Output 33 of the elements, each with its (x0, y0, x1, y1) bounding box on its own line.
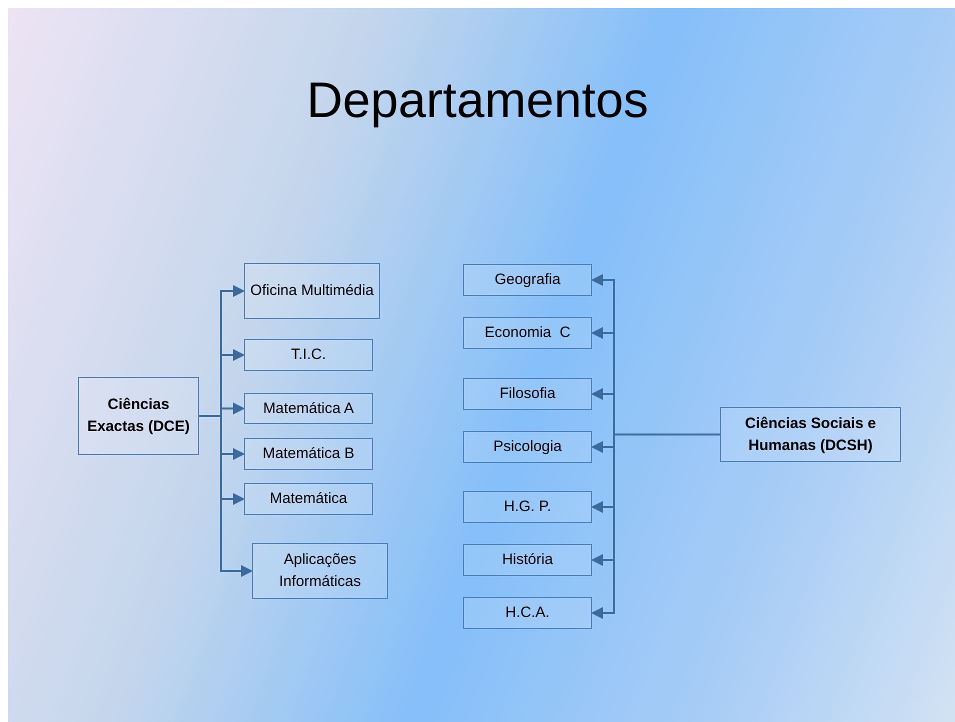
department-box (720, 407, 901, 462)
department-name: Economia C (484, 323, 570, 343)
department-box (463, 264, 592, 296)
department-name: Filosofia (500, 384, 556, 404)
connector-arrow (199, 415, 253, 577)
department-box (244, 393, 373, 424)
department-name: H.G. P. (504, 497, 552, 517)
department-box (463, 544, 592, 576)
department-name: Ciências Sociais e Humanas (DCSH) (744, 414, 877, 456)
connector-arrow (591, 434, 720, 619)
department-box (463, 431, 592, 463)
department-box (78, 377, 199, 455)
department-box (244, 339, 373, 371)
department-box (244, 263, 380, 319)
department-name: História (502, 550, 553, 570)
department-box (252, 543, 388, 599)
department-name: Matemática B (262, 444, 354, 464)
department-name: Matemática (270, 489, 348, 509)
department-box (463, 378, 592, 410)
department-name: Geografia (494, 270, 560, 290)
department-box (463, 491, 592, 523)
slide-title: Departamentos (306, 71, 650, 130)
department-box (244, 438, 373, 470)
department-box (244, 483, 373, 515)
department-box (463, 597, 592, 629)
department-name: T.I.C. (290, 345, 326, 365)
department-name: Psicologia (493, 437, 562, 457)
department-name: Matemática A (263, 398, 354, 418)
department-box (463, 317, 592, 349)
department-name: H.C.A. (505, 603, 550, 623)
department-name: Aplicações Informáticas (278, 550, 362, 592)
department-name: Ciências Exactas (DCE) (86, 395, 191, 437)
department-name: Oficina Multimédia (250, 281, 374, 301)
